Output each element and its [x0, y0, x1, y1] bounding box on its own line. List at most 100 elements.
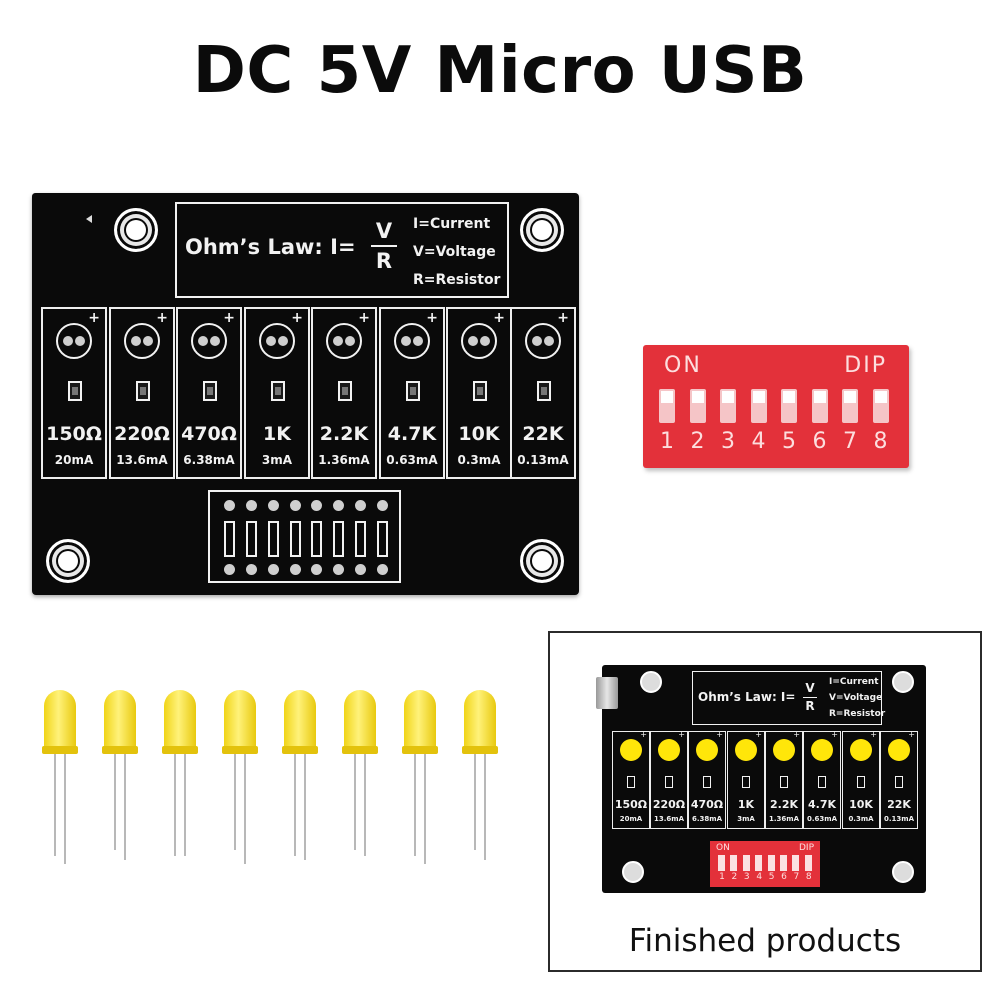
mini-plus-mark: + [640, 730, 647, 739]
pin-hole [245, 564, 257, 575]
yellow-led [220, 686, 260, 866]
dip-toggle [872, 389, 889, 423]
mini-yellow-led [735, 739, 757, 761]
pin-hole [333, 564, 345, 575]
dip-toggle [689, 389, 706, 423]
led-leg [244, 754, 246, 864]
mini-dip-number: 5 [768, 872, 775, 882]
mini-dip-number: 4 [756, 872, 763, 882]
finished-caption: Finished products [628, 923, 902, 959]
led-row [40, 686, 510, 866]
smd-resistor [338, 381, 352, 401]
switch-slot [355, 521, 367, 557]
ohms-law-formula: Ohm’s Law: I= [185, 235, 356, 259]
led-rim [402, 746, 438, 754]
mini-current-value: 13.6mA [654, 815, 684, 823]
resistor-value: 150Ω [46, 423, 102, 445]
led-leg [364, 754, 366, 856]
mini-dip-toggle [792, 855, 800, 871]
led-dome [104, 690, 136, 750]
resistor-value: 1K [263, 423, 291, 445]
mini-legend-resistor: R=Resistor [829, 709, 886, 719]
mini-smd-resistor [857, 776, 865, 788]
switch-slot [267, 521, 279, 557]
pin-hole [311, 564, 323, 575]
led-footprint [326, 323, 362, 359]
dip-number: 3 [721, 429, 735, 454]
resistor-value: 220Ω [114, 423, 170, 445]
smd-resistor [473, 381, 487, 401]
mini-smd-resistor [818, 776, 826, 788]
mini-yellow-led [620, 739, 642, 761]
pin-hole [224, 564, 235, 575]
fraction-bar [371, 245, 397, 247]
mini-dip-number: 3 [743, 872, 750, 882]
current-value: 1.36mA [318, 453, 370, 467]
led-dome [464, 690, 496, 750]
mini-hole [640, 671, 662, 693]
mini-plus-mark: + [716, 730, 723, 739]
mini-numerator: V [805, 681, 815, 695]
mini-hole [892, 861, 914, 883]
mini-smd-resistor [895, 776, 903, 788]
switch-slot [224, 521, 235, 557]
mini-current-value: 3mA [737, 815, 755, 823]
pcb-board: Ohm’s Law: I= V R I=Current V=Voltage R=… [32, 193, 579, 595]
led-footprint [525, 323, 561, 359]
fraction-denominator: R [375, 249, 393, 273]
smd-resistor [203, 381, 217, 401]
led-rim [42, 746, 78, 754]
dip-number: 2 [690, 429, 705, 454]
mini-resistor-value: 2.2K [769, 798, 798, 811]
pin-hole [289, 564, 301, 575]
led-leg [474, 754, 476, 850]
resistor-value: 2.2K [319, 423, 369, 445]
mini-resistor-value: 4.7K [807, 798, 836, 811]
mini-resistor-cell: +1K 3mA [727, 730, 765, 829]
mini-dip-number: 7 [793, 872, 800, 882]
mini-dip-toggle [730, 855, 738, 871]
page-title: DC 5V Micro USB [192, 34, 808, 108]
mini-plus-mark: + [908, 730, 915, 739]
mini-hole [622, 861, 644, 883]
led-leg [114, 754, 116, 850]
mini-resistor-value: 1K [737, 798, 755, 811]
led-leg [424, 754, 426, 864]
plus-mark: + [557, 310, 569, 326]
yellow-led [100, 686, 140, 866]
led-footprint [56, 323, 92, 359]
pin-hole [245, 500, 257, 511]
pin-hole [311, 500, 323, 511]
yellow-led [160, 686, 200, 866]
smd-resistor [136, 381, 150, 401]
led-footprint [191, 323, 227, 359]
mounting-hole-bottom-left [46, 539, 90, 583]
mini-plus-mark: + [755, 730, 762, 739]
pin-hole [267, 564, 279, 575]
smd-resistor [271, 381, 285, 401]
led-dome [44, 690, 76, 750]
dip-number: 4 [751, 429, 766, 454]
mini-plus-mark: + [793, 730, 800, 739]
led-dome [344, 690, 376, 750]
pin-hole [289, 500, 301, 511]
mini-legend-current: I=Current [829, 677, 879, 687]
led-footprint [461, 323, 497, 359]
dip-toggle [720, 389, 736, 423]
plus-mark: + [426, 310, 438, 326]
resistor-value: 470Ω [181, 423, 237, 445]
plus-mark: + [291, 310, 303, 326]
smd-resistor [68, 381, 82, 401]
mini-current-value: 6.38mA [692, 815, 722, 823]
mini-dip-toggle [767, 855, 775, 871]
mini-dip-label: DIP [798, 843, 814, 853]
ohms-law-fraction: V R [371, 220, 397, 272]
pin-hole [376, 564, 388, 575]
